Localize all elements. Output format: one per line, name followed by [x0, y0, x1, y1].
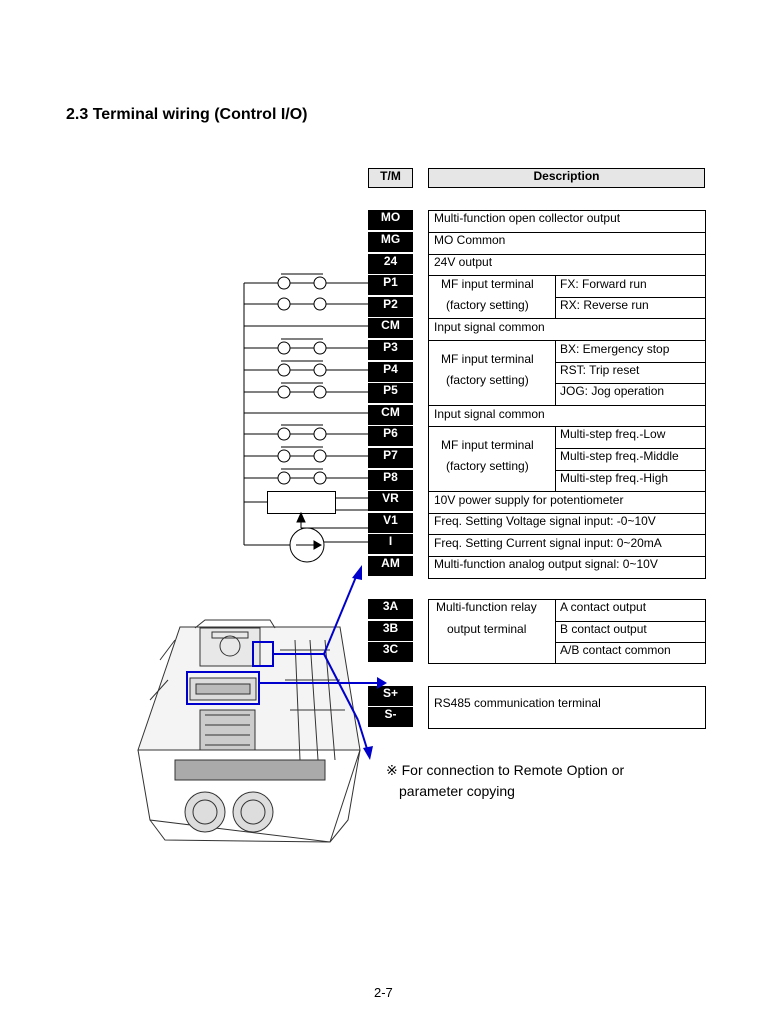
desc-cm1: Input signal common — [434, 320, 545, 334]
terminal-relay-0: 3A — [368, 599, 413, 619]
relay-item-b: B contact output — [560, 622, 647, 636]
terminal-main-11: P7 — [368, 448, 413, 468]
inverter-illustration — [137, 619, 361, 843]
desc-mo: Multi-function open collector output — [434, 211, 621, 225]
group2-item-bx: BX: Emergency stop — [560, 342, 670, 356]
page-number: 2-7 — [374, 985, 393, 1000]
group2-name-1: MF input terminal — [441, 352, 534, 366]
contact-circles — [277, 276, 327, 485]
tm-header: T/M — [368, 168, 413, 188]
terminal-relay-1: 3B — [368, 621, 413, 641]
desc-rs485: RS485 communication terminal — [434, 696, 601, 710]
group1-name-1: MF input terminal — [441, 277, 534, 291]
description-header: Description — [428, 168, 705, 188]
arrow-heads — [352, 565, 387, 760]
relay-item-ab: A/B contact common — [560, 643, 671, 657]
terminal-main-16: AM — [368, 556, 413, 576]
terminal-main-2: 24 — [368, 254, 413, 274]
desc-i: Freq. Setting Current signal input: 0~20… — [434, 536, 662, 550]
connection-arrows — [186, 571, 380, 753]
terminal-main-9: CM — [368, 405, 413, 425]
group3-item-middle: Multi-step freq.-Middle — [560, 449, 679, 463]
group1-item-fx: FX: Forward run — [560, 277, 647, 291]
group3-name-1: MF input terminal — [441, 438, 534, 452]
terminal-main-10: P6 — [368, 426, 413, 446]
terminal-comm-0: S+ — [368, 686, 413, 706]
desc-24v: 24V output — [434, 255, 493, 269]
relay-name-1: Multi-function relay — [436, 600, 537, 614]
group3-item-high: Multi-step freq.-High — [560, 471, 669, 485]
group3-name-2: (factory setting) — [446, 459, 529, 473]
terminal-relay-2: 3C — [368, 642, 413, 662]
control-wiring — [243, 273, 368, 563]
note-line-2: parameter copying — [399, 783, 515, 799]
relay-item-a: A contact output — [560, 600, 647, 614]
page-title: 2.3 Terminal wiring (Control I/O) — [66, 106, 308, 123]
desc-cm2: Input signal common — [434, 407, 545, 421]
terminal-main-5: CM — [368, 318, 413, 338]
terminal-comm-1: S- — [368, 707, 413, 727]
terminal-main-12: P8 — [368, 470, 413, 490]
terminal-main-7: P4 — [368, 362, 413, 382]
terminal-main-3: P1 — [368, 275, 413, 295]
terminal-main-14: V1 — [368, 513, 413, 533]
remote-option-note: ※ For connection to Remote Option or par… — [386, 760, 706, 802]
terminal-main-1: MG — [368, 232, 413, 252]
group3-item-low: Multi-step freq.-Low — [560, 427, 666, 441]
terminal-main-13: VR — [368, 491, 413, 511]
desc-v1: Freq. Setting Voltage signal input: -0~1… — [434, 514, 656, 528]
terminal-main-4: P2 — [368, 297, 413, 317]
terminal-main-8: P5 — [368, 383, 413, 403]
group1-name-2: (factory setting) — [446, 298, 529, 312]
terminal-main-6: P3 — [368, 340, 413, 360]
desc-am: Multi-function analog output signal: 0~1… — [434, 557, 658, 571]
table-grid — [428, 210, 706, 729]
group1-item-rx: RX: Reverse run — [560, 298, 649, 312]
group2-name-2: (factory setting) — [446, 373, 529, 387]
relay-name-2: output terminal — [447, 622, 527, 636]
group2-item-jog: JOG: Jog operation — [560, 384, 665, 398]
terminal-main-0: MO — [368, 210, 413, 230]
group2-item-rst: RST: Trip reset — [560, 363, 640, 377]
desc-vr: 10V power supply for potentiometer — [434, 493, 624, 507]
desc-mg: MO Common — [434, 233, 506, 247]
note-line-1: ※ For connection to Remote Option or — [386, 762, 625, 778]
terminal-main-15: I — [368, 534, 413, 554]
